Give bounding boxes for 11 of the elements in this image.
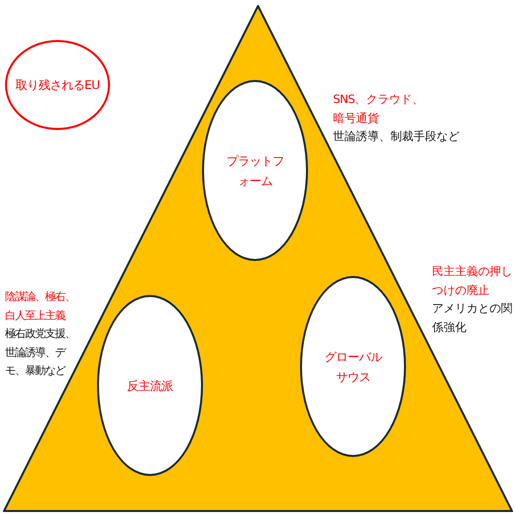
side-note: 世論誘導、制裁手段など xyxy=(333,128,460,145)
oval-label: 反主流派 xyxy=(126,378,174,394)
side-note: 極右政党支援、世論誘導、デモ、暴動など xyxy=(5,326,76,379)
side-note: 陰謀論、極右、白人至上主義 xyxy=(5,289,76,324)
oval-label: グローバルサウス xyxy=(323,348,384,386)
oval-label: プラットフォーム xyxy=(226,152,284,190)
side-note: 民主主義の押しつけの廃止 xyxy=(432,263,513,298)
side-note: アメリカとの関係強化 xyxy=(432,300,513,336)
oval-label: 取り残されるEU xyxy=(14,77,101,94)
side-note: SNS、クラウド、暗号通貨 xyxy=(333,91,425,126)
triangle-shape xyxy=(3,5,513,512)
